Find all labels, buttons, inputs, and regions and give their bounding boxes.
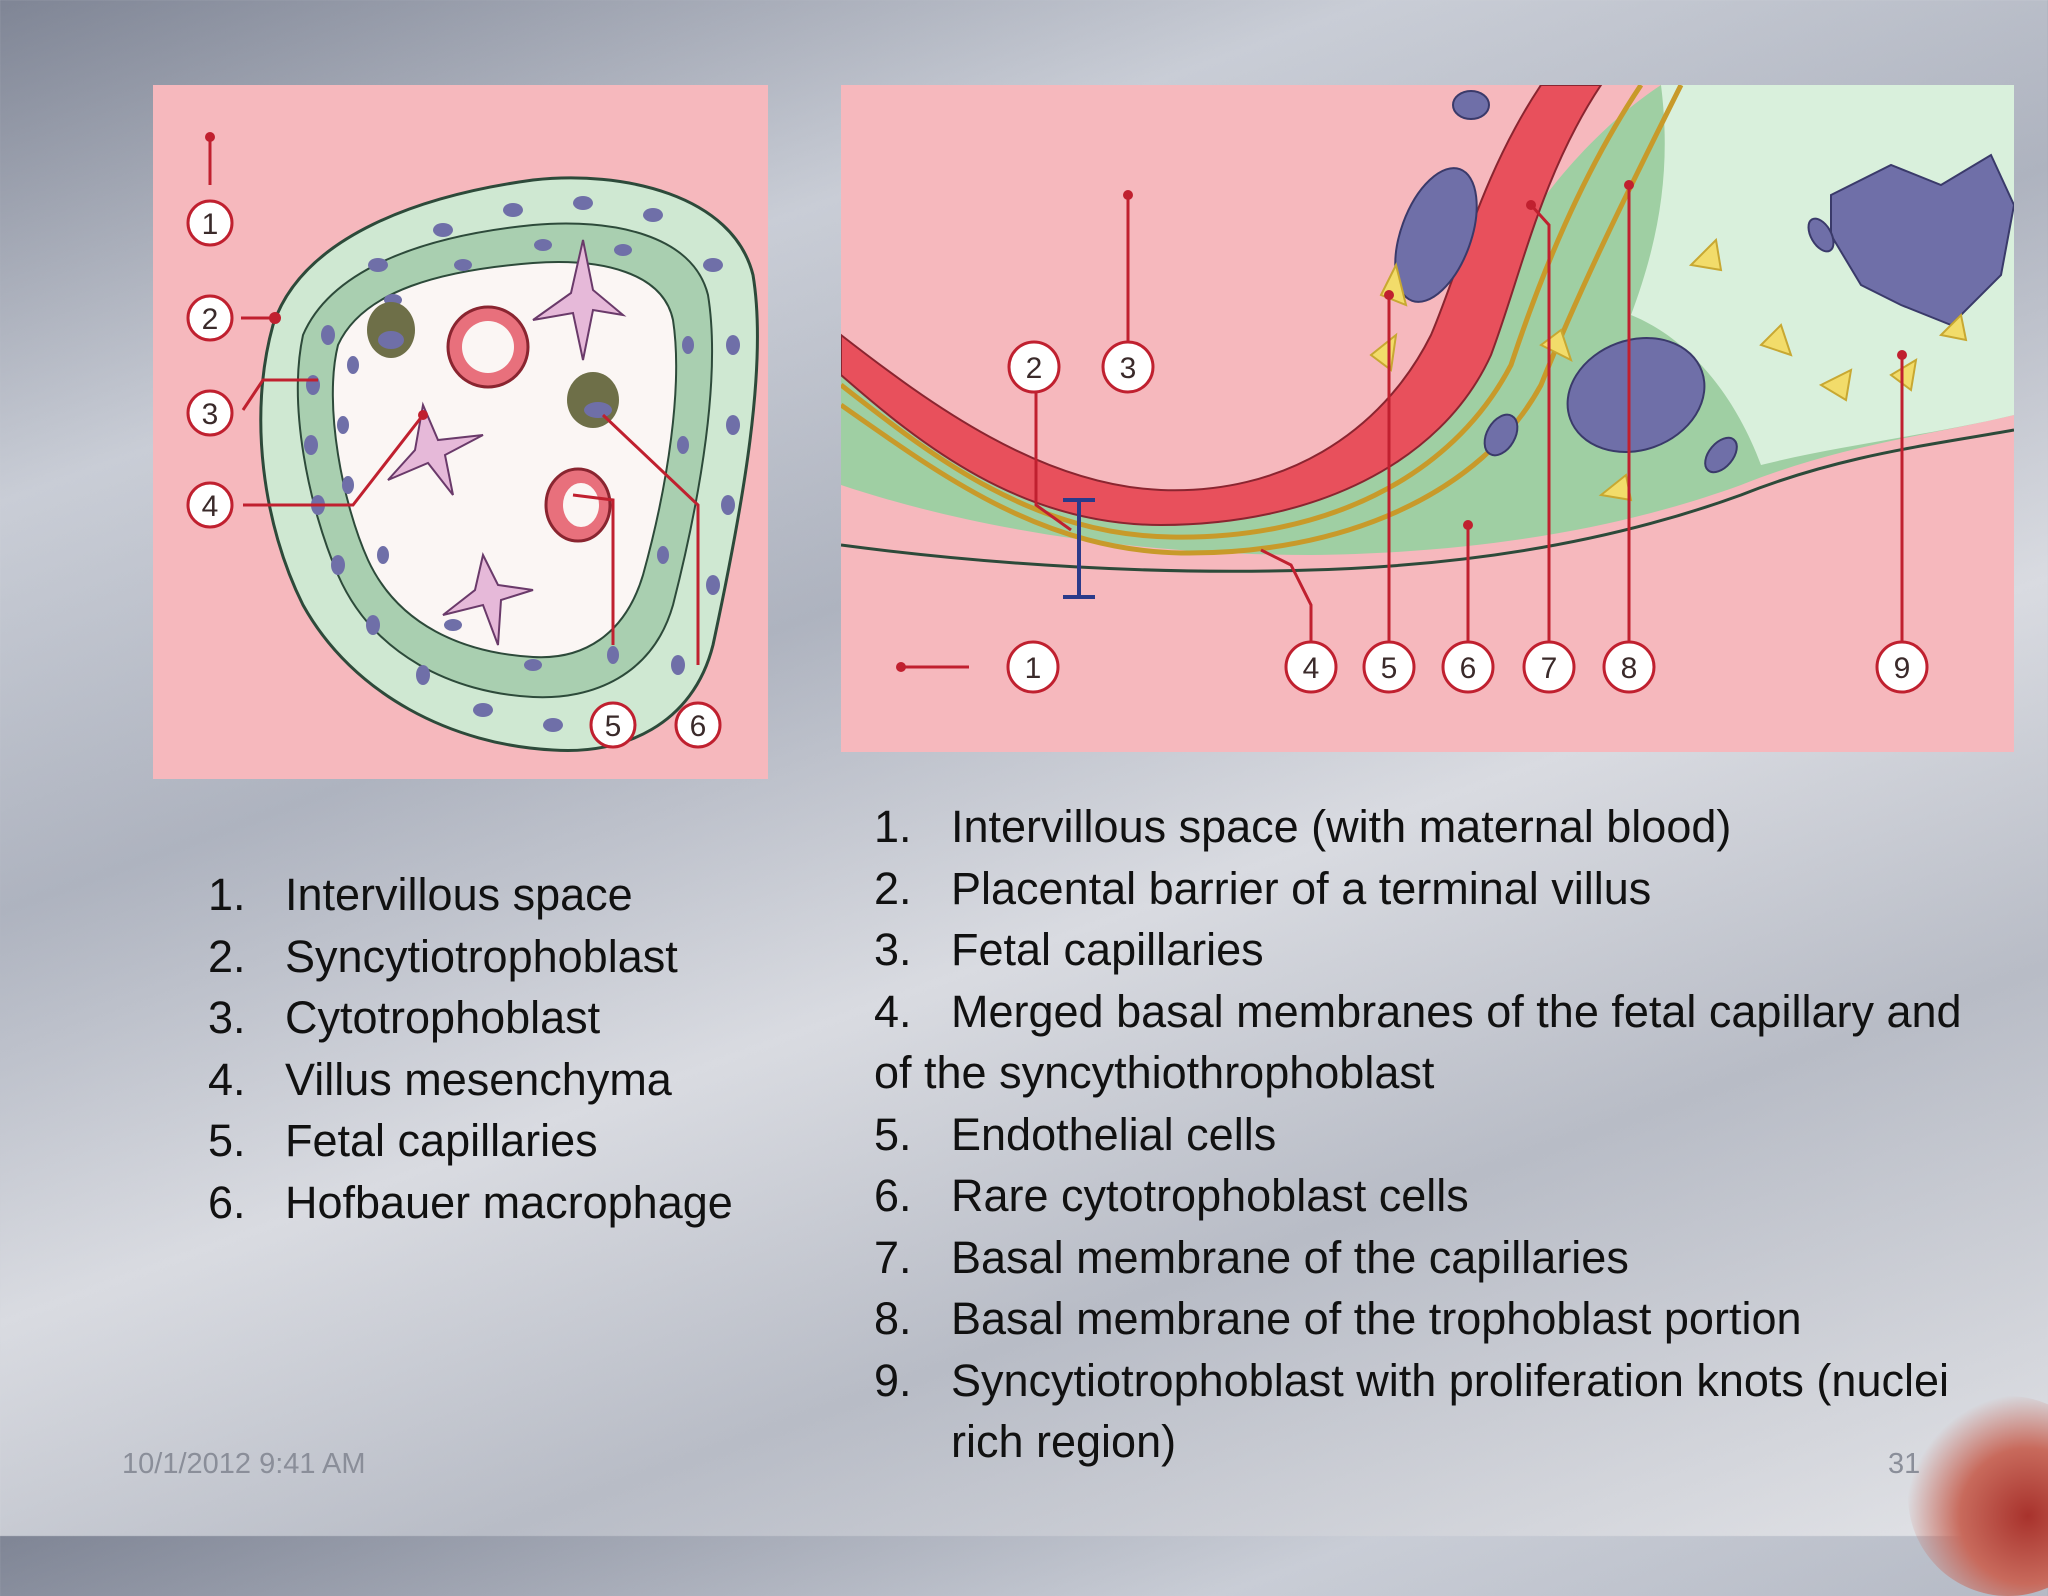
right-legend-item: 7. Basal membrane of the capillaries (874, 1227, 1974, 1289)
right-marker-4: 4 (1284, 640, 1338, 694)
legend-text: Intervillous space (with maternal blood) (951, 801, 1732, 852)
svg-text:2: 2 (202, 303, 219, 336)
left-marker-5: 5 (589, 701, 637, 749)
legend-text: Placental barrier of a terminal villus (951, 862, 1652, 914)
mesenchymal-cells (387, 239, 627, 646)
legend-number: 5. (208, 1115, 246, 1166)
left-marker-2: 2 (186, 294, 234, 342)
legend-text: Basal membrane of the capillaries (951, 1231, 1629, 1283)
legend-text: Syncytiotrophoblast (285, 930, 678, 982)
right-legend-list: 1. Intervillous space (with maternal bloo… (874, 796, 1974, 1473)
svg-text:9: 9 (1894, 652, 1911, 685)
legend-number: 2. (874, 862, 912, 914)
left-legend-item: 6. Hofbauer macrophage (208, 1172, 733, 1234)
right-legend-item: 2. Placental barrier of a terminal villus (874, 858, 1974, 920)
capillary-lumen (841, 85, 1541, 491)
left-marker-1: 1 (186, 199, 234, 247)
right-legend-item: 8. Basal membrane of the trophoblast port… (874, 1288, 1974, 1350)
left-marker-4: 4 (186, 481, 234, 529)
svg-text:5: 5 (1381, 652, 1398, 685)
legend-text: Syncytiotrophoblast with proliferation k… (951, 1354, 1949, 1468)
right-leader-lines (901, 185, 1904, 669)
legend-number: 6. (874, 1170, 912, 1221)
right-nuclei (1394, 90, 2014, 474)
hofbauer-macrophages (367, 302, 619, 428)
left-leader-lines (208, 137, 700, 665)
right-legend-item: 1. Intervillous space (with maternal bloo… (874, 796, 1974, 858)
legend-number: 4. (874, 985, 912, 1037)
svg-text:5: 5 (605, 710, 622, 743)
left-legend-item: 4. Villus mesenchyma (208, 1049, 733, 1111)
placental-barrier-diagram: 1 2 3 4 5 6 7 8 9 (841, 85, 2014, 752)
right-marker-5: 5 (1362, 640, 1416, 694)
legend-number: 2. (208, 930, 246, 982)
left-legend-item: 1. Intervillous space (208, 864, 733, 926)
legend-number: 5. (874, 1108, 912, 1160)
slide-page-number: 31 (1888, 1448, 1921, 1480)
svg-text:1: 1 (1025, 652, 1042, 685)
svg-text:8: 8 (1621, 652, 1638, 685)
right-marker-7: 7 (1522, 640, 1576, 694)
villus-mesenchyma-core (331, 261, 678, 659)
legend-text: Endothelial cells (951, 1108, 1277, 1160)
left-marker-6: 6 (674, 701, 722, 749)
legend-number: 3. (874, 924, 912, 975)
legend-text: Fetal capillaries (951, 924, 1264, 975)
svg-text:2: 2 (1026, 352, 1043, 385)
right-legend-item: 9. Syncytiotrophoblast with proliferation… (874, 1350, 1974, 1473)
svg-text:6: 6 (690, 710, 707, 743)
villus-cross-section-diagram: 1 2 3 4 5 6 (153, 85, 768, 779)
right-marker-8: 8 (1602, 640, 1656, 694)
svg-text:4: 4 (1303, 652, 1320, 685)
fetal-capillaries (446, 305, 612, 543)
slide-date: 10/1/2012 9:41 AM (122, 1448, 366, 1480)
legend-number: 3. (208, 992, 246, 1043)
svg-text:3: 3 (202, 398, 219, 431)
right-legend-item: 3. Fetal capillaries (874, 919, 1974, 981)
legend-number: 1. (208, 869, 246, 920)
legend-number: 1. (874, 801, 912, 852)
right-markers: 1 2 3 4 5 6 7 8 9 (1006, 340, 1929, 694)
svg-text:1: 1 (202, 208, 219, 241)
left-legend-list: 1. Intervillous space 2. Syncytiotrophobla… (208, 864, 733, 1233)
endothelium (841, 85, 1603, 527)
svg-text:4: 4 (202, 490, 219, 523)
legend-text: Hofbauer macrophage (285, 1176, 733, 1228)
right-legend-item: 4.Merged basal membranes of the fetal ca… (874, 981, 1974, 1104)
left-legend-item: 3. Cytotrophoblast (208, 987, 733, 1049)
barrier-thickness-arrow (1063, 498, 1095, 599)
svg-text:6: 6 (1460, 652, 1477, 685)
legend-text: Villus mesenchyma (285, 1053, 672, 1105)
legend-text: Merged basal membranes of the fetal capi… (874, 985, 1962, 1099)
right-legend-item: 5. Endothelial cells (874, 1104, 1974, 1166)
svg-text:3: 3 (1120, 352, 1137, 385)
left-legend-item: 2. Syncytiotrophoblast (208, 926, 733, 988)
legend-number: 7. (874, 1231, 912, 1283)
right-marker-3: 3 (1101, 340, 1155, 394)
granules (1369, 237, 1968, 502)
svg-text:7: 7 (1541, 652, 1558, 685)
legend-text: Basal membrane of the trophoblast portio… (951, 1293, 1802, 1344)
right-marker-6: 6 (1441, 640, 1495, 694)
right-marker-9: 9 (1875, 640, 1929, 694)
legend-number: 4. (208, 1053, 246, 1105)
right-legend-item: 6. Rare cytotrophoblast cells (874, 1165, 1974, 1227)
legend-text: Intervillous space (285, 869, 633, 920)
legend-text: Rare cytotrophoblast cells (951, 1170, 1469, 1221)
legend-number: 9. (874, 1354, 912, 1406)
right-marker-1: 1 (1006, 640, 1060, 694)
legend-number: 6. (208, 1176, 246, 1228)
left-legend-item: 5. Fetal capillaries (208, 1110, 733, 1172)
right-marker-2: 2 (1007, 340, 1061, 394)
legend-text: Fetal capillaries (285, 1115, 598, 1166)
left-markers: 1 2 3 4 5 6 (186, 199, 722, 749)
legend-text: Cytotrophoblast (285, 992, 601, 1043)
left-marker-3: 3 (186, 389, 234, 437)
legend-number: 8. (874, 1293, 912, 1344)
